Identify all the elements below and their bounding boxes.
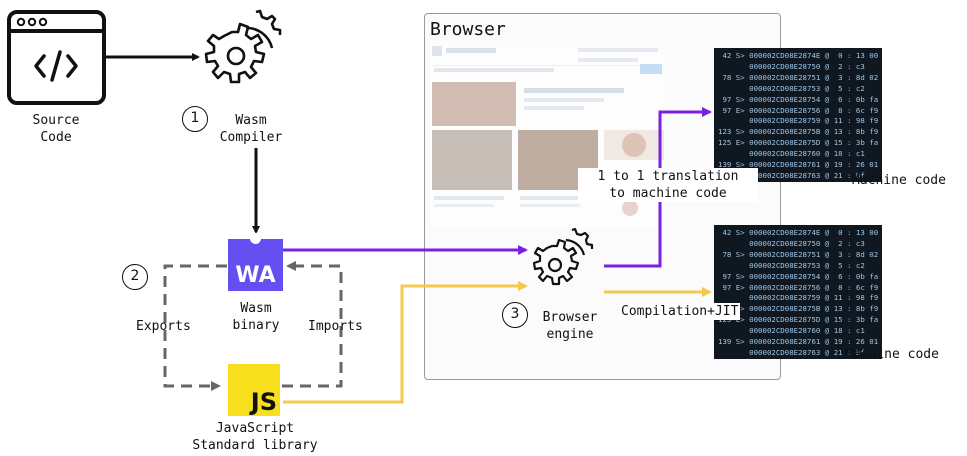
js-library-label-line1: JavaScript xyxy=(215,421,295,436)
source-code-label: Source Code xyxy=(18,112,94,146)
machine-code-row: 97 E> 000002CD08E28756 @ 8 : 6c f9 00 xyxy=(718,282,882,292)
js-library-label: JavaScript Standard library xyxy=(180,420,330,454)
machine-code-row: 125 E> 000002CD08E2875D @ 15 : 3b fa 01 xyxy=(718,138,882,148)
wasm-compiler-label-line2: Compiler xyxy=(219,130,283,145)
machine-code-row: 000002CD08E28750 @ 2 : c3 xyxy=(718,61,865,71)
browser-engine-label: Browser engine xyxy=(530,309,610,343)
machine-code-row: 000002CD08E28753 @ 5 : c2 xyxy=(718,260,865,270)
imports-label: Imports xyxy=(308,319,363,334)
code-window-icon xyxy=(7,10,106,105)
machine-code-row: 000002CD08E28759 @ 11 : 98 f9 xyxy=(718,116,879,126)
js-library-label-line2: Standard library xyxy=(192,438,318,453)
wasm-compiler-label: Wasm Compiler xyxy=(210,112,292,146)
wasm-logo-text: WA xyxy=(235,263,276,288)
wasm-binary-label-line1: Wasm xyxy=(240,301,272,316)
exports-label: Exports xyxy=(136,319,191,334)
machine-code-panel-bottom: 42 S> 000002CD08E2874E @ 0 : 13 00 00000… xyxy=(714,225,882,359)
gear-icon xyxy=(204,9,282,84)
machine-code-row: 42 S> 000002CD08E2874E @ 0 : 13 00 xyxy=(718,228,879,237)
machine-code-row: 97 S> 000002CD08E28754 @ 6 : 0b fa xyxy=(718,94,879,104)
machine-code-row: 000002CD08E28760 @ 18 : c1 xyxy=(718,326,865,336)
machine-code-row: 123 S> 000002CD08E2875B @ 13 : 8b f9 xyxy=(718,127,879,137)
machine-code-row: 42 S> 000002CD08E2874E @ 0 : 13 00 xyxy=(718,51,879,60)
translation-label-line2: to machine code xyxy=(609,186,727,201)
source-code-label-line2: Code xyxy=(40,130,72,145)
browser-engine-label-line2: engine xyxy=(546,327,594,342)
wasm-logo: WA xyxy=(228,233,283,291)
machine-code-row: 000002CD08E28763 @ 21 : bf xyxy=(718,170,865,180)
step-number-3: 3 xyxy=(502,302,528,328)
source-code-label-line1: Source xyxy=(32,113,80,128)
machine-code-label-bottom: Machine code xyxy=(845,347,939,362)
js-logo-text: JS xyxy=(250,388,277,416)
js-logo: JS xyxy=(228,364,280,416)
machine-code-panel-top: 42 S> 000002CD08E2874E @ 0 : 13 00 00000… xyxy=(714,48,882,182)
arrow-js-to-engine xyxy=(283,281,528,404)
machine-code-row: 000002CD08E28760 @ 18 : c1 xyxy=(718,149,865,159)
translation-label-line1: 1 to 1 translation xyxy=(597,169,739,184)
machine-code-row: 97 S> 000002CD08E28754 @ 6 : 0b fa xyxy=(718,271,879,281)
machine-code-row: 000002CD08E28763 @ 21 : bf xyxy=(718,347,865,357)
machine-code-row: 000002CD08E28753 @ 5 : c2 xyxy=(718,83,865,93)
arrow-imports xyxy=(282,261,343,388)
machine-code-row: 139 S> 000002CD08E28761 @ 19 : 26 01 xyxy=(718,337,879,347)
wasm-binary-label: Wasm binary xyxy=(218,300,294,334)
compilation-label: Compilation+JIT xyxy=(619,303,741,320)
machine-code-row: 139 S> 000002CD08E28761 @ 19 : 26 01 xyxy=(718,160,879,170)
machine-code-row: 78 S> 000002CD08E28751 @ 3 : 8d 02 xyxy=(718,249,879,259)
machine-code-row: 78 S> 000002CD08E28751 @ 3 : 8d 02 xyxy=(718,72,879,82)
machine-code-label-top: Machine code xyxy=(852,173,946,188)
wasm-compiler-label-line1: Wasm xyxy=(235,113,267,128)
step-number-1: 1 xyxy=(182,106,208,132)
browser-engine-label-line1: Browser xyxy=(542,310,598,325)
gear-icon xyxy=(532,227,594,286)
machine-code-row: 000002CD08E28759 @ 11 : 98 f9 xyxy=(718,293,879,303)
translation-label: 1 to 1 translation to machine code xyxy=(578,168,758,202)
machine-code-row: 97 E> 000002CD08E28756 @ 8 : 6c f9 00 xyxy=(718,105,882,115)
wasm-binary-label-line2: binary xyxy=(232,318,280,333)
arrow-exports xyxy=(163,264,227,391)
browser-title: Browser xyxy=(430,19,506,40)
machine-code-row: 000002CD08E28750 @ 2 : c3 xyxy=(718,238,865,248)
step-number-2: 2 xyxy=(122,264,148,290)
